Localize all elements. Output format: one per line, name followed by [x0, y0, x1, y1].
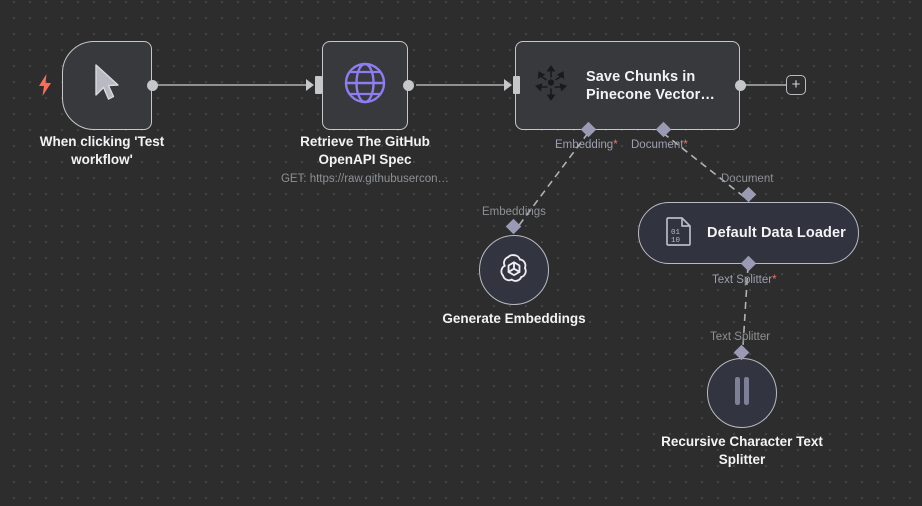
conn-label-text-splitter: Text Splitter: [710, 331, 771, 343]
svg-text:10: 10: [671, 237, 681, 245]
node-generate-embeddings[interactable]: [479, 235, 549, 305]
openai-icon: [495, 249, 533, 292]
caption-generate-embeddings: Generate Embeddings: [442, 311, 586, 326]
svg-text:01: 01: [671, 229, 681, 237]
node-pinecone-vector-store[interactable]: Save Chunks in Pinecone Vector…: [515, 41, 740, 130]
subcaption-http-request: GET: https://raw.githubusercon…: [280, 173, 450, 185]
caption-manual-trigger: When clicking 'Test workflow': [39, 134, 165, 167]
pinecone-icon: [532, 63, 570, 108]
plus-icon: +: [791, 76, 801, 93]
node-manual-trigger[interactable]: [62, 41, 152, 130]
conn-label-document: Document: [721, 173, 774, 185]
add-node-button[interactable]: +: [786, 75, 806, 95]
node-default-data-loader[interactable]: 01 10 Default Data Loader: [638, 202, 859, 264]
port-out-http-request[interactable]: [403, 80, 414, 91]
lightning-bolt-icon: [38, 74, 52, 101]
port-document-loader[interactable]: [740, 186, 757, 203]
conn-label-text-splitter-required: Text Splitter: [712, 274, 777, 286]
port-embeddings-openai[interactable]: [505, 218, 522, 235]
node-title-pinecone: Save Chunks in Pinecone Vector…: [586, 68, 715, 103]
node-title-default-data-loader: Default Data Loader: [707, 225, 846, 241]
node-http-request[interactable]: [322, 41, 408, 130]
port-in-arrow-http-request: [306, 79, 314, 91]
conn-label-embeddings: Embeddings: [482, 206, 546, 218]
port-in-arrow-pinecone: [504, 79, 512, 91]
port-out-pinecone[interactable]: [735, 80, 746, 91]
port-in-pinecone[interactable]: [513, 76, 520, 94]
conn-label-embedding: Embedding: [555, 139, 618, 151]
node-recursive-character-text-splitter[interactable]: [707, 358, 777, 428]
port-out-manual-trigger[interactable]: [147, 80, 158, 91]
binary-document-icon: 01 10: [665, 216, 693, 251]
caption-http-request: Retrieve The GitHub OpenAPI Spec: [300, 134, 430, 167]
port-in-http-request[interactable]: [315, 76, 322, 94]
caption-recursive-character-text-splitter: Recursive Character Text Splitter: [661, 434, 823, 467]
conn-label-document-required: Document: [631, 139, 688, 151]
globe-icon: [342, 60, 388, 111]
text-splitter-bars-icon: [729, 374, 755, 413]
cursor-pointer-icon: [90, 63, 124, 108]
